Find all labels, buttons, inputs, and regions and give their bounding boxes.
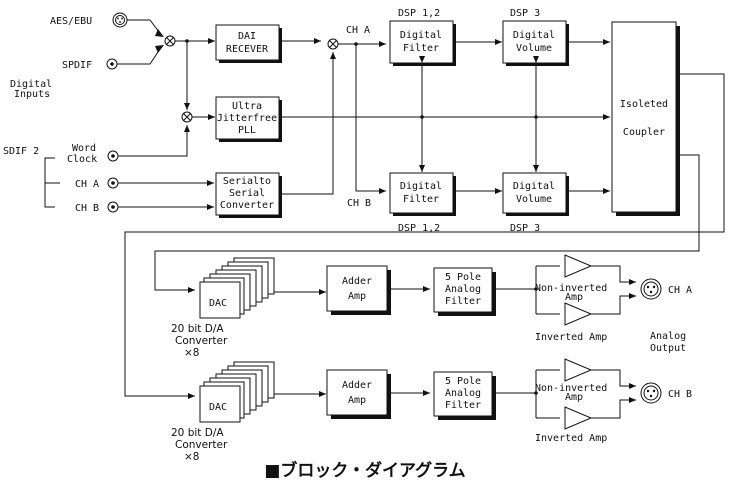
inverted-amp-a-label: Inverted Amp <box>535 332 607 343</box>
non-inverted-amp-b-icon <box>564 358 593 382</box>
digital-inputs-label-1: Digital <box>10 79 52 90</box>
svg-text:Filter: Filter <box>403 43 439 54</box>
dai-receiver-block: DAI RECEVER <box>215 24 282 63</box>
ch-a-signal-label: CH A <box>346 25 370 36</box>
svg-text:DAC: DAC <box>209 298 227 309</box>
svg-text:Volume: Volume <box>516 194 552 205</box>
svg-text:Coupler: Coupler <box>623 127 665 138</box>
svg-text:Filter: Filter <box>445 400 481 411</box>
svg-text:RECEVER: RECEVER <box>226 44 269 55</box>
svg-text:Converter: Converter <box>220 200 274 211</box>
dac-converter-a-label-3: ×8 <box>184 347 199 359</box>
svg-text:Digital: Digital <box>400 181 442 192</box>
non-inverted-amp-a-icon <box>564 254 593 278</box>
svg-text:Isoleted: Isoleted <box>620 99 668 110</box>
analog-filter-a-block: 5 Pole Analog Filter <box>433 267 496 316</box>
inverted-amp-b-icon <box>564 406 593 430</box>
svg-text:DAC: DAC <box>209 402 227 413</box>
svg-text:Jitterfree: Jitterfree <box>217 113 277 124</box>
dac-stack-a: DAC <box>199 257 275 319</box>
channel-junction-icon <box>327 38 339 50</box>
pll-junction-icon <box>181 111 193 123</box>
ch-b-connector-icon <box>107 201 119 213</box>
svg-text:Volume: Volume <box>516 43 552 54</box>
svg-text:Adder: Adder <box>342 380 372 391</box>
svg-text:5 Pole: 5 Pole <box>445 376 481 387</box>
digital-inputs-label-2: Inputs <box>14 89 50 100</box>
svg-text:Amp: Amp <box>348 395 366 406</box>
sdif2-ch-a-label: CH A <box>75 179 99 190</box>
svg-text:5 Pole: 5 Pole <box>445 272 481 283</box>
sdif2-ch-b-label: CH B <box>75 203 99 214</box>
dac-converter-b-label-1: 20 bit D/A <box>171 427 224 439</box>
digital-filter-a-block: Digital Filter <box>389 20 456 66</box>
svg-text:Amp: Amp <box>348 291 366 302</box>
dsp12-top-label: DSP 1,2 <box>398 8 440 19</box>
svg-text:Adder: Adder <box>342 276 372 287</box>
non-inverted-amp-b-label: Amp <box>565 392 583 403</box>
non-inverted-amp-a-label: Amp <box>565 292 583 303</box>
word-clock-label-1: Word <box>72 143 96 154</box>
output-ch-b-label: CH B <box>668 389 692 400</box>
svg-text:Filter: Filter <box>403 194 439 205</box>
output-ch-a-label: CH A <box>668 285 692 296</box>
dac-converter-a-label-1: 20 bit D/A <box>171 323 224 335</box>
svg-text:PLL: PLL <box>238 125 256 136</box>
dac-stack-b: DAC <box>199 361 275 423</box>
inverted-amp-a-icon <box>564 302 593 326</box>
isolated-coupler-block: Isoleted Coupler <box>611 21 680 216</box>
svg-text:Analog: Analog <box>445 284 481 295</box>
adder-amp-b-block: Adder Amp <box>326 369 391 419</box>
dac-converter-a-label-2: Converter <box>175 335 228 347</box>
non-inverted-b-label: Non-inverted <box>535 383 607 394</box>
diagram-caption: ■ブロック・ダイアグラム <box>264 460 465 481</box>
dsp12-bottom-label: DSP 1,2 <box>398 223 440 234</box>
rca-connector-icon <box>106 58 118 70</box>
serial-converter-block: Serialto Serial Converter <box>215 172 282 218</box>
digital-filter-b-block: Digital Filter <box>389 172 456 216</box>
svg-text:Digital: Digital <box>513 181 555 192</box>
svg-text:Filter: Filter <box>445 296 481 307</box>
analog-filter-b-block: 5 Pole Analog Filter <box>433 371 496 420</box>
inverted-amp-b-label: Inverted Amp <box>535 433 607 444</box>
analog-output-label-1: Analog <box>650 331 686 342</box>
svg-text:Digital: Digital <box>400 30 442 41</box>
digital-volume-b-block: Digital Volume <box>502 172 569 216</box>
word-clock-connector-icon <box>107 150 119 162</box>
non-inverted-a-label: Non-inverted <box>535 283 607 294</box>
sdif2-label: SDIF 2 <box>3 146 39 157</box>
dac-converter-b-label-2: Converter <box>175 439 228 451</box>
dsp3-top-label: DSP 3 <box>510 8 540 19</box>
mixer-junction-icon <box>164 35 176 47</box>
xlr-output-b-icon <box>640 382 662 404</box>
dac-converter-b-label-3: ×8 <box>184 451 199 463</box>
svg-text:Serialto: Serialto <box>223 176 271 187</box>
dsp3-bottom-label: DSP 3 <box>510 223 540 234</box>
svg-text:Serial: Serial <box>229 188 265 199</box>
ch-b-signal-label: CH B <box>347 198 371 209</box>
svg-text:Digital: Digital <box>513 30 555 41</box>
xlr-connector-icon <box>112 12 128 28</box>
adder-amp-a-block: Adder Amp <box>326 265 391 315</box>
digital-volume-a-block: Digital Volume <box>502 20 569 66</box>
svg-text:Ultra: Ultra <box>232 101 262 112</box>
xlr-output-a-icon <box>640 278 662 300</box>
ch-a-connector-icon <box>107 177 119 189</box>
pll-block: Ultra Jitterfree PLL <box>215 96 282 142</box>
analog-output-label-2: Output <box>650 343 686 354</box>
svg-text:DAI: DAI <box>238 31 256 42</box>
svg-text:Analog: Analog <box>445 388 481 399</box>
word-clock-label-2: Clock <box>67 154 97 165</box>
spdif-label: SPDIF <box>62 60 92 71</box>
aes-ebu-label: AES/EBU <box>50 16 92 27</box>
